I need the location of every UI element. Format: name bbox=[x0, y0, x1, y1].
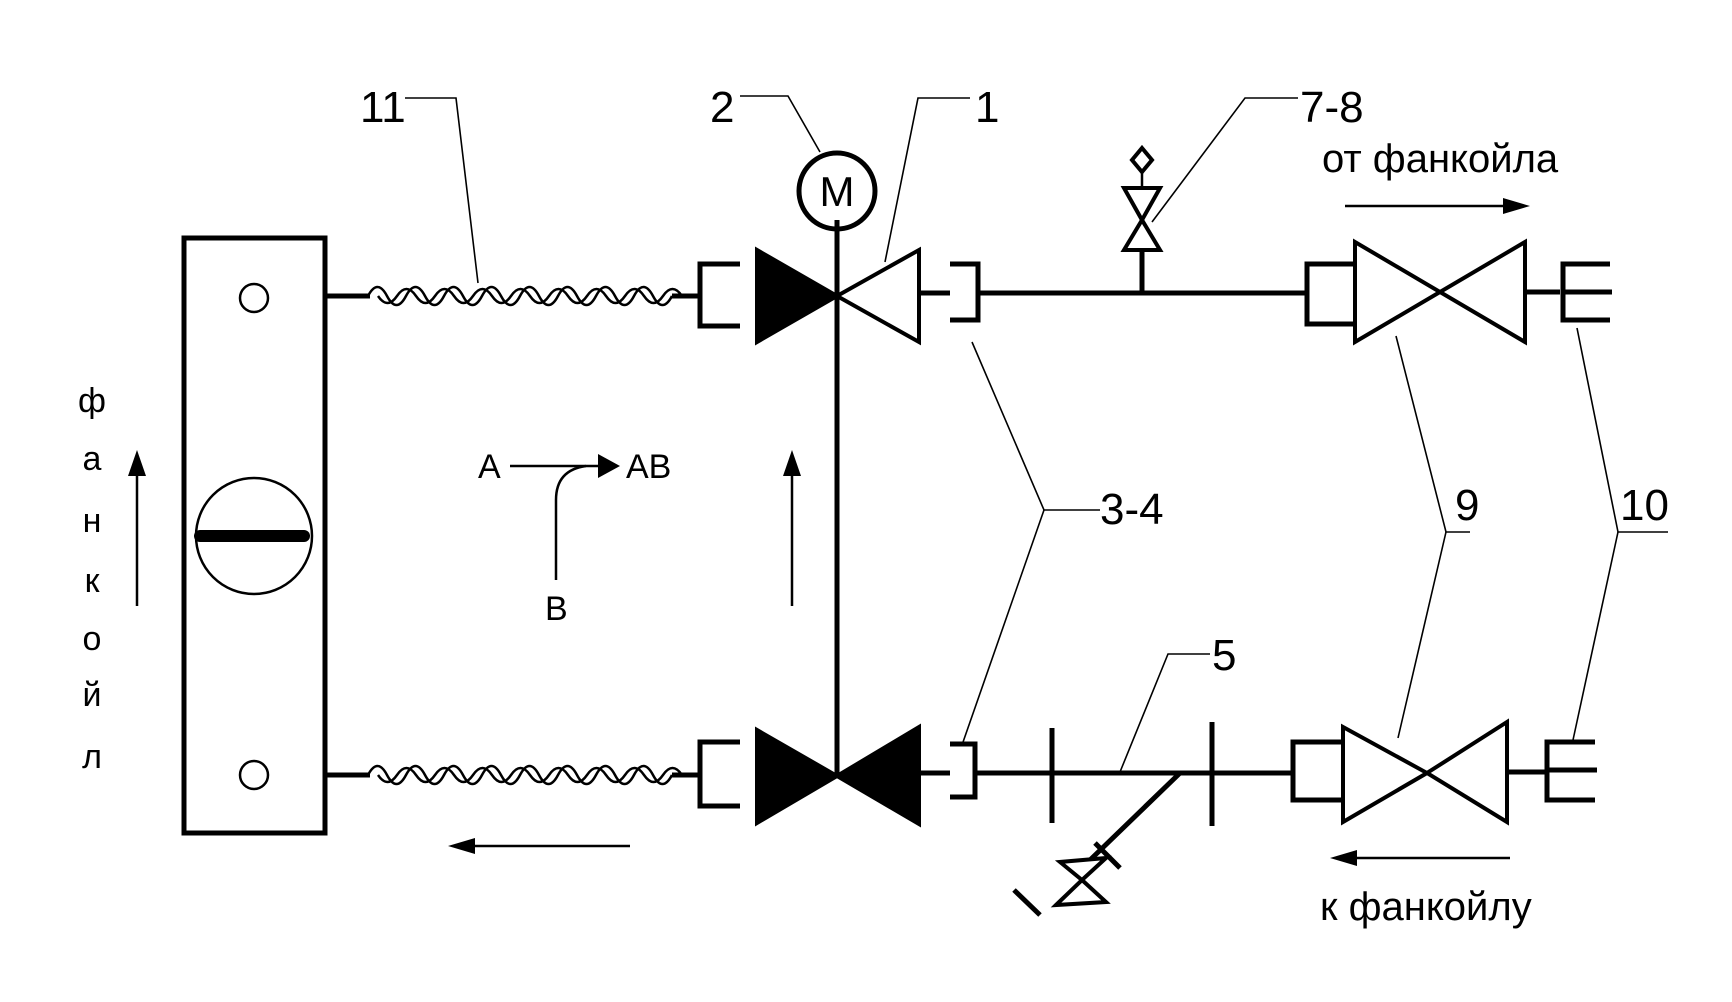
union-fitting bbox=[950, 741, 978, 800]
leader-7-8 bbox=[1151, 97, 1298, 223]
side-letter: ф bbox=[78, 382, 106, 420]
side-letter: й bbox=[83, 676, 102, 714]
shutoff-valve-top bbox=[1353, 238, 1527, 346]
label-5: 5 bbox=[1212, 631, 1236, 680]
label-1: 1 bbox=[975, 83, 999, 132]
side-letter: л bbox=[82, 738, 102, 776]
port-a-label: A bbox=[478, 448, 501, 486]
side-letter: к bbox=[85, 562, 101, 600]
from-fancoil-caption: от фанкойла bbox=[1322, 137, 1559, 181]
port-legend: A AB B bbox=[478, 448, 671, 628]
flow-arrow-left-icon bbox=[448, 838, 630, 854]
to-fancoil-caption: к фанкойлу bbox=[1320, 885, 1532, 929]
flexible-hose-bottom bbox=[325, 764, 700, 786]
union-fitting bbox=[690, 261, 740, 329]
fancoil-vertical-caption: ф а н к о й л bbox=[78, 382, 106, 776]
fancoil-unit bbox=[181, 235, 328, 836]
union-fitting bbox=[1304, 261, 1353, 327]
label-11: 11 bbox=[360, 83, 406, 132]
motor-symbol: M bbox=[820, 168, 855, 215]
arrow-up-icon bbox=[783, 450, 801, 606]
leader-2 bbox=[740, 95, 821, 153]
label-3-4: 3-4 bbox=[1100, 485, 1164, 534]
label-9: 9 bbox=[1455, 481, 1479, 530]
side-letter: а bbox=[83, 440, 102, 478]
port-b-label: B bbox=[545, 590, 568, 628]
union-fitting bbox=[1544, 739, 1597, 803]
port-ab-label: AB bbox=[626, 448, 671, 486]
air-vent-valve bbox=[1120, 144, 1164, 252]
leader-11 bbox=[405, 97, 479, 284]
motor-actuator: M bbox=[796, 150, 878, 232]
strainer-filter bbox=[1012, 722, 1215, 917]
leader-1 bbox=[884, 97, 970, 263]
label-2: 2 bbox=[710, 83, 734, 132]
three-way-valve bbox=[755, 246, 921, 346]
arrow-up-icon bbox=[128, 450, 146, 606]
union-fitting bbox=[950, 261, 981, 323]
flexible-hose-top bbox=[325, 285, 700, 307]
shutoff-valve-bottom bbox=[1341, 718, 1509, 826]
label-10: 10 bbox=[1620, 481, 1669, 530]
union-fitting bbox=[1290, 739, 1343, 803]
leader-5 bbox=[1119, 653, 1210, 773]
union-fitting bbox=[690, 739, 740, 809]
union-fitting bbox=[1560, 261, 1612, 323]
balancing-valve bbox=[755, 723, 921, 828]
side-letter: о bbox=[83, 620, 102, 658]
flow-arrow-left-icon bbox=[1330, 850, 1510, 866]
side-letter: н bbox=[83, 502, 102, 540]
flow-arrow-right-icon bbox=[1345, 198, 1530, 214]
label-7-8: 7-8 bbox=[1300, 83, 1364, 132]
leader-3-4 bbox=[971, 341, 1100, 511]
